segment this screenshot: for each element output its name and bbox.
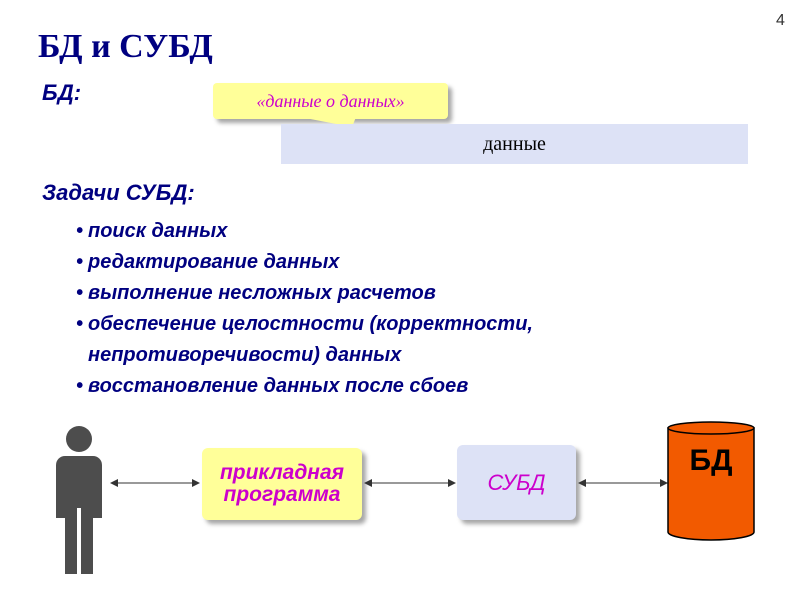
arrow-app-dbms <box>364 479 456 487</box>
list-item: обеспечение целостности (корректности, н… <box>76 309 728 371</box>
db-label: БД: <box>42 80 82 105</box>
database-cylinder-icon <box>667 421 755 541</box>
page-number: 4 <box>776 12 785 29</box>
arrow-dbms-db <box>578 479 668 487</box>
dbms-box: СУБД <box>457 445 576 520</box>
database-label: БД <box>689 444 733 477</box>
person-icon <box>56 426 102 574</box>
metadata-callout: «данные о данных» <box>213 83 448 119</box>
list-item: выполнение несложных расчетов <box>76 278 728 309</box>
dbms-tasks-list: поиск данных редактирование данных выпол… <box>76 216 728 402</box>
list-item: редактирование данных <box>76 247 728 278</box>
data-box: данные <box>281 124 748 164</box>
page-title: БД и СУБД <box>38 28 213 65</box>
list-item: поиск данных <box>76 216 728 247</box>
application-program-box: прикладная программа <box>202 448 362 520</box>
arrow-person-app <box>110 479 200 487</box>
dbms-tasks-title: Задачи СУБД: <box>42 180 195 205</box>
list-item: восстановление данных после сбоев <box>76 371 728 402</box>
